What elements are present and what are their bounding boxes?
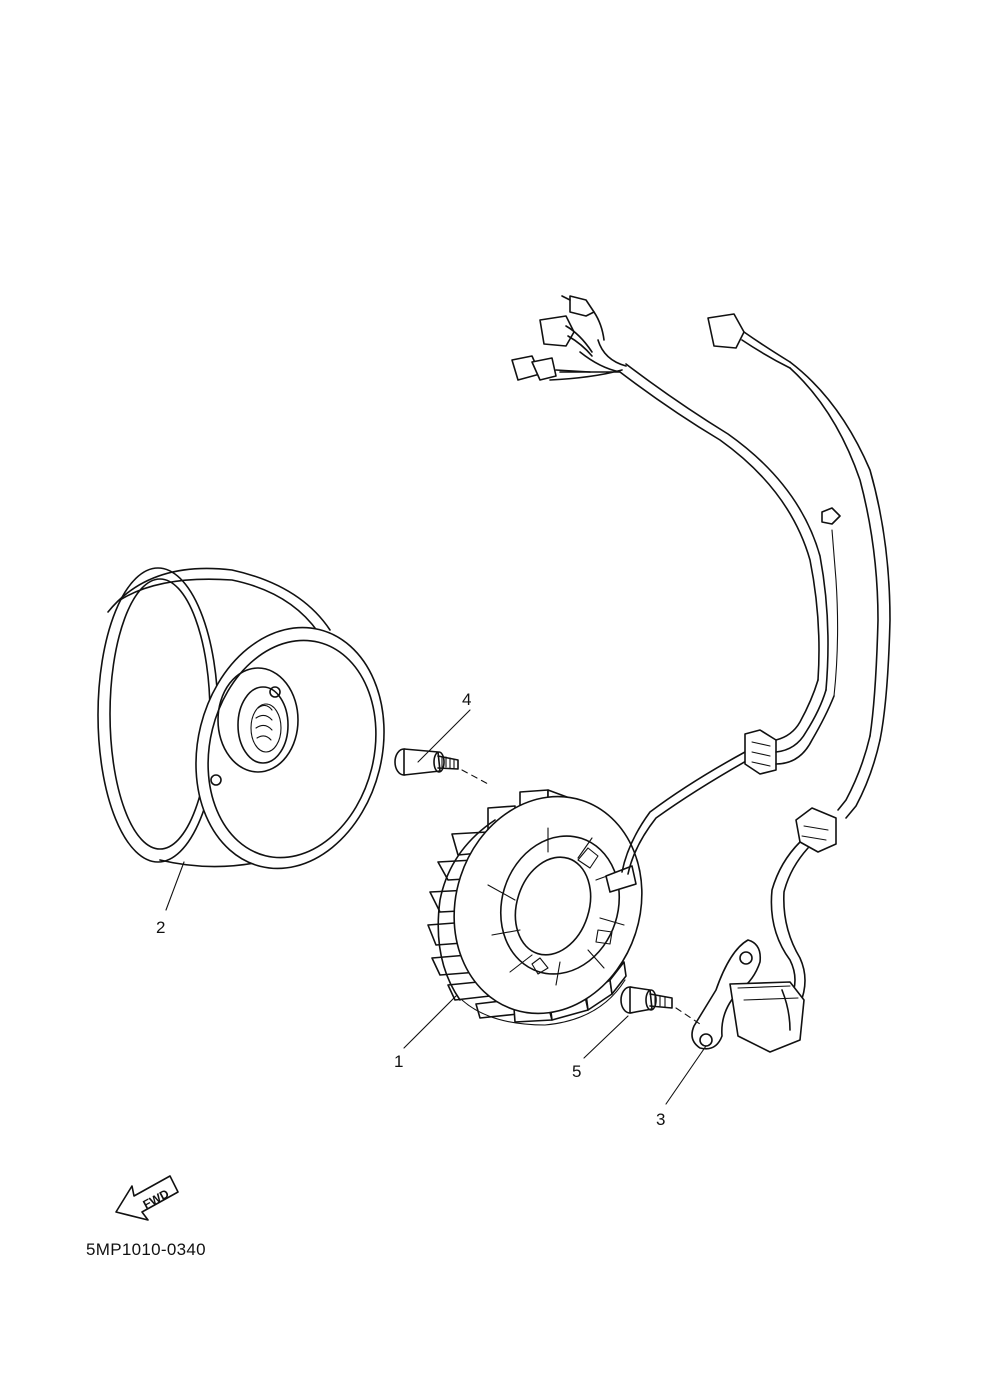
- bolt-lower: [620, 986, 701, 1025]
- callout-3: 3: [656, 1110, 666, 1129]
- rotor-flywheel: [97, 567, 385, 870]
- callout-4: 4: [462, 690, 472, 709]
- pickup-coil: [691, 313, 891, 1053]
- fwd-arrow-icon: FWD: [115, 1175, 179, 1221]
- diagram-code: 5MP1010-0340: [86, 1240, 206, 1259]
- leader-lines: [165, 709, 707, 1105]
- callout-5: 5: [572, 1062, 582, 1081]
- stator-assembly: [427, 679, 835, 1026]
- wire-harness: [511, 295, 841, 697]
- callout-1: 1: [394, 1052, 404, 1071]
- bolt-upper: [394, 748, 491, 786]
- callout-2: 2: [156, 918, 166, 937]
